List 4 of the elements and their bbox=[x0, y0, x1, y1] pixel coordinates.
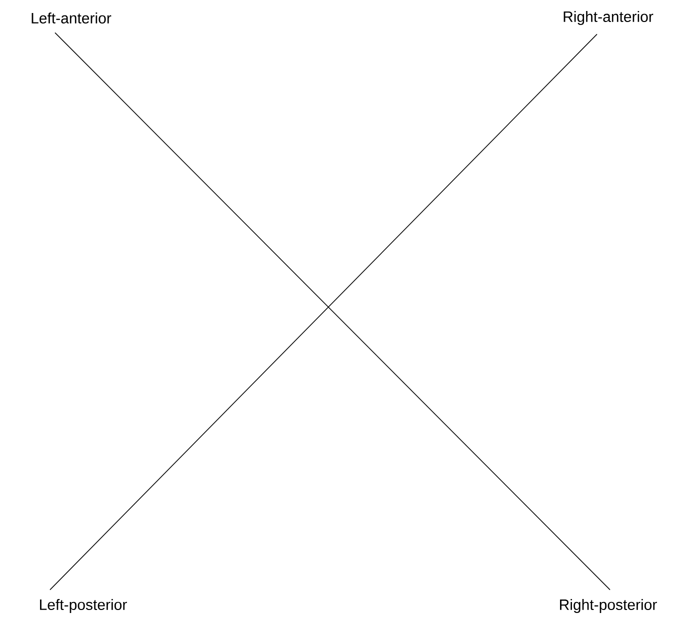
corner-label: Left-posterior bbox=[40, 599, 127, 613]
corner-label: Left-anterior bbox=[32, 12, 112, 24]
corner-label: Right-anterior bbox=[564, 11, 654, 25]
corner-label: Right-posterior bbox=[560, 599, 657, 613]
